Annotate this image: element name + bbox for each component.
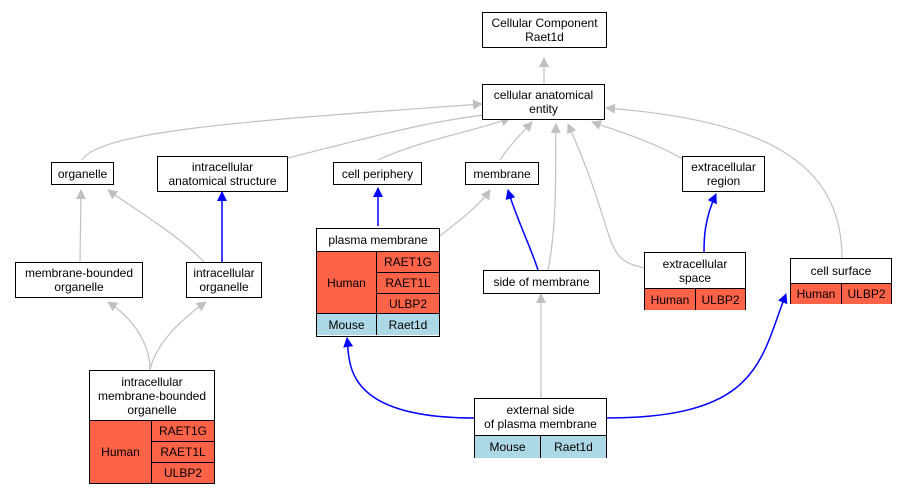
edge-periphery-cae: [377, 116, 511, 161]
edge-side-membrane: [505, 189, 539, 271]
plasma-membrane-gene[interactable]: Raet1d: [377, 314, 439, 335]
node-intraorg-line1: intracellular: [193, 266, 255, 280]
node-intracellular-anatomical-structure[interactable]: intracellular anatomical structure: [157, 156, 288, 192]
plasma-membrane-gene[interactable]: RAET1G: [377, 252, 439, 273]
cell-surface-title: cell surface: [791, 259, 891, 284]
node-organelle-label: organelle: [57, 166, 108, 181]
node-intrastruct-line2: anatomical structure: [168, 174, 277, 188]
node-cell-periphery-label: cell periphery: [341, 166, 414, 181]
node-side-membrane-label: side of membrane: [493, 275, 590, 289]
node-cae-line2: entity: [529, 102, 558, 116]
edge-imbo-mborg: [107, 301, 151, 371]
plasma-membrane-gene-grid: Human RAET1G RAET1L ULBP2 Mouse Raet1d: [317, 252, 439, 337]
edge-cellsurface-cae: [605, 103, 843, 259]
node-cae-line1: cellular anatomical: [493, 88, 594, 102]
plasma-membrane-human-label: Human: [317, 252, 377, 314]
extracellular-space-line2: space: [678, 270, 712, 285]
external-side-line2: of plasma membrane: [484, 417, 597, 431]
edge-membrane-cae: [499, 121, 533, 161]
edge-intraorg-organelle: [107, 189, 205, 263]
node-intraorg-line2: organelle: [199, 280, 249, 294]
edge-intrastruct-cae: [287, 109, 495, 159]
cell-surface-gene[interactable]: ULBP2: [842, 284, 891, 304]
imbo-human-label: Human: [90, 421, 152, 483]
node-extracellular-region[interactable]: extracellular region: [682, 156, 765, 192]
external-side-gene-grid: Mouse Raet1d: [475, 436, 606, 458]
edge-side-cae: [547, 123, 561, 271]
cell-surface-human-label: Human: [791, 284, 842, 304]
node-mborg-line2: organelle: [54, 280, 104, 294]
node-intracellular-membrane-bounded-organelle[interactable]: intracellular membrane-bounded organelle…: [89, 370, 215, 484]
node-intrastruct-line1: intracellular: [191, 160, 254, 174]
plasma-membrane-title: plasma membrane: [317, 229, 439, 252]
edge-organelle-cae: [81, 99, 483, 161]
external-side-gene[interactable]: Raet1d: [541, 436, 606, 458]
node-external-side-of-plasma-membrane[interactable]: external side of plasma membrane Mouse R…: [474, 398, 607, 458]
imbo-gene[interactable]: RAET1L: [152, 442, 214, 463]
imbo-gene[interactable]: ULBP2: [152, 463, 214, 483]
extracellular-space-human-label: Human: [645, 289, 696, 310]
node-cell-periphery[interactable]: cell periphery: [333, 162, 422, 185]
cell-surface-gene-grid: Human ULBP2: [791, 284, 891, 304]
node-membrane-bounded-organelle[interactable]: membrane-bounded organelle: [15, 262, 143, 298]
extracellular-space-gene-grid: Human ULBP2: [645, 289, 745, 310]
node-extraregion-line2: region: [706, 174, 741, 188]
extracellular-space-title: extracellular space: [645, 253, 745, 289]
node-membrane[interactable]: membrane: [465, 162, 539, 185]
plasma-membrane-gene[interactable]: RAET1L: [377, 273, 439, 294]
imbo-gene-grid: Human RAET1G RAET1L ULBP2: [90, 421, 214, 484]
extracellular-space-gene[interactable]: ULBP2: [696, 289, 745, 310]
external-side-line1: external side: [506, 403, 575, 417]
node-intracellular-organelle[interactable]: intracellular organelle: [186, 262, 262, 298]
imbo-title: intracellular membrane-bounded organelle: [90, 371, 214, 421]
node-cellular-component-root[interactable]: Cellular Component Raet1d: [482, 12, 607, 48]
external-side-mouse-label: Mouse: [475, 436, 541, 458]
edge-mborg-organelle: [75, 189, 86, 263]
external-side-title: external side of plasma membrane: [475, 399, 606, 436]
edge-external-cellsurface: [605, 293, 788, 419]
node-plasma-membrane[interactable]: plasma membrane Human RAET1G RAET1L ULBP…: [316, 228, 440, 337]
node-cell-surface[interactable]: cell surface Human ULBP2: [790, 258, 892, 304]
node-root-line1: Cellular Component: [491, 16, 598, 30]
node-cellular-anatomical-entity[interactable]: cellular anatomical entity: [482, 84, 605, 120]
edge-extraregion-cae: [591, 120, 685, 161]
extracellular-space-line1: extracellular: [662, 256, 728, 271]
imbo-title-line2: membrane-bounded: [97, 388, 207, 403]
imbo-title-line3: organelle: [127, 402, 177, 417]
edge-imbo-intraorg: [149, 301, 207, 371]
plasma-membrane-mouse-label: Mouse: [317, 314, 377, 335]
edge-extraspace-extraregion: [703, 193, 717, 253]
node-organelle[interactable]: organelle: [51, 162, 114, 185]
node-membrane-label: membrane: [473, 166, 531, 181]
edge-plasma-membrane: [439, 189, 491, 237]
node-side-of-membrane[interactable]: side of membrane: [483, 270, 600, 294]
node-extraregion-line1: extracellular: [691, 160, 756, 174]
edge-extraspace-cae: [567, 123, 647, 269]
node-mborg-line1: membrane-bounded: [24, 266, 134, 280]
imbo-title-line1: intracellular: [121, 374, 183, 389]
edge-external-plasma: [343, 337, 475, 419]
imbo-gene[interactable]: RAET1G: [152, 421, 214, 442]
node-root-line2: Raet1d: [525, 30, 564, 44]
node-extracellular-space[interactable]: extracellular space Human ULBP2: [644, 252, 746, 310]
plasma-membrane-gene[interactable]: ULBP2: [377, 294, 439, 314]
